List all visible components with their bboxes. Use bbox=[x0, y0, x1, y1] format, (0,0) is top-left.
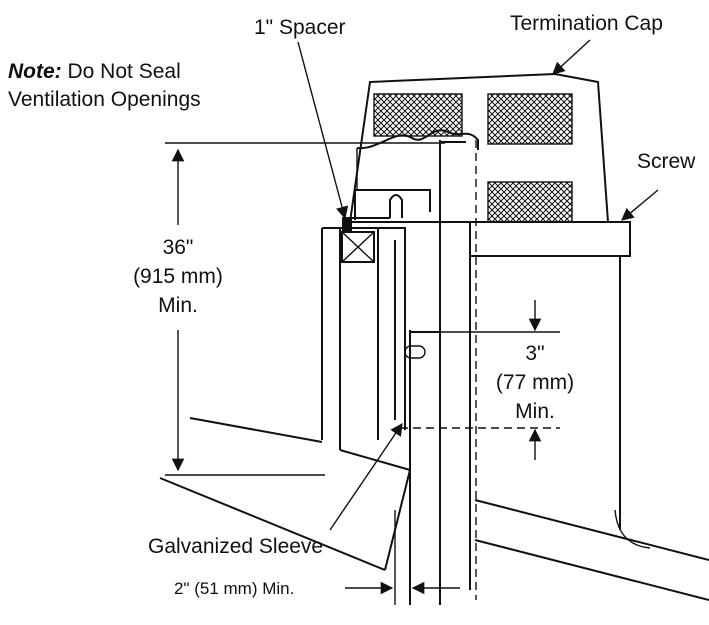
termination-cap bbox=[348, 72, 610, 223]
spacer-block bbox=[341, 231, 375, 263]
chase-walls bbox=[321, 189, 431, 450]
dimension-2in bbox=[345, 510, 460, 605]
dimension-36in bbox=[165, 142, 445, 476]
screw-label: Screw bbox=[637, 150, 696, 173]
clearance-label: 2" (51 mm) Min. bbox=[174, 579, 294, 598]
gap-inches: 3" bbox=[525, 342, 544, 365]
sleeve-leader bbox=[329, 422, 403, 531]
vent-opening bbox=[487, 93, 573, 145]
cap-leader bbox=[552, 39, 591, 75]
roof bbox=[159, 417, 709, 601]
termination-cap-label: Termination Cap bbox=[510, 12, 663, 35]
note-prefix: Note: bbox=[8, 60, 62, 83]
gap-mm: (77 mm) bbox=[496, 371, 574, 394]
screw-leader bbox=[621, 189, 659, 221]
note-line-2: Ventilation Openings bbox=[8, 88, 201, 111]
spacer-leader bbox=[297, 41, 349, 220]
height-mm: (915 mm) bbox=[133, 265, 223, 288]
cap-flange bbox=[469, 221, 631, 590]
note-text: Do Not Seal bbox=[62, 60, 181, 83]
sleeve-label: Galvanized Sleeve bbox=[148, 535, 323, 558]
spacer-label: 1" Spacer bbox=[254, 16, 346, 39]
gap-min: Min. bbox=[515, 400, 555, 423]
height-inches: 36" bbox=[163, 236, 194, 259]
inner-flue-pipe bbox=[404, 140, 477, 605]
note-line-1: Note: Do Not Seal bbox=[8, 60, 181, 83]
height-min: Min. bbox=[158, 294, 198, 317]
dimension-3in bbox=[400, 300, 560, 460]
vent-opening bbox=[373, 93, 463, 137]
vent-opening bbox=[487, 181, 573, 223]
